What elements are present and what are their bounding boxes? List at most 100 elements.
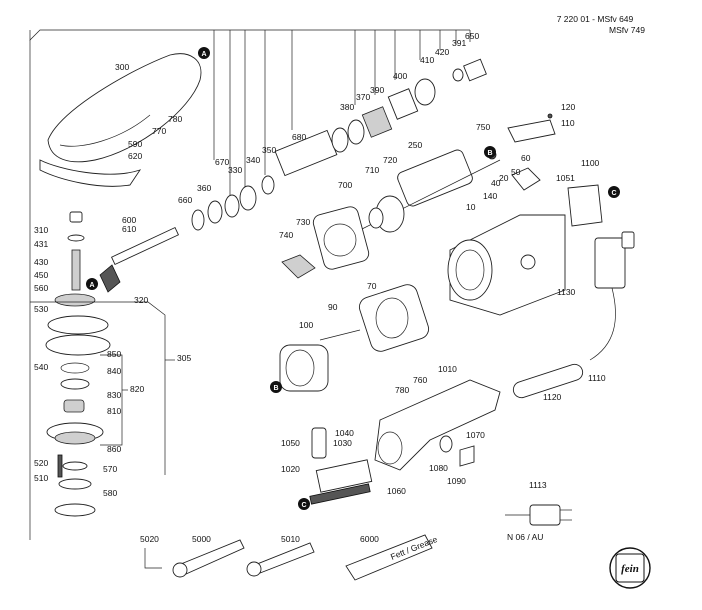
motor-housing-10 (447, 214, 566, 316)
plug-1113 (505, 504, 572, 526)
callout-5020: 5020 (140, 534, 159, 544)
svg-text:A: A (89, 282, 94, 289)
callout-520: 520 (34, 458, 48, 468)
electronics-module (309, 427, 373, 505)
callout-760: 760 (413, 375, 427, 385)
callout-120: 120 (561, 102, 575, 112)
callout-820: 820 (130, 384, 144, 394)
stator-70 (319, 284, 430, 352)
fein-logo: fein (609, 547, 651, 589)
callout-840: 840 (107, 366, 121, 376)
callout-660: 660 (178, 195, 192, 205)
callout-1110: 1110 (588, 373, 606, 383)
model-label: MSfv 749 (609, 25, 645, 35)
callout-60: 60 (521, 153, 531, 163)
callout-250: 250 (408, 140, 422, 150)
callout-750: 750 (476, 122, 490, 132)
callout-431: 431 (34, 239, 48, 249)
callout-810: 810 (107, 406, 121, 416)
svg-text:A: A (201, 51, 206, 58)
callout-850: 850 (107, 349, 121, 359)
callout-530: 530 (34, 304, 48, 314)
gear-head-parts (45, 211, 180, 517)
callout-400: 400 (393, 71, 407, 81)
callout-650: 650 (465, 31, 479, 41)
callout-1120: 1120 (543, 392, 562, 402)
callout-100: 100 (299, 320, 313, 330)
marker-a-2: A (86, 278, 98, 290)
svg-text:fein: fein (621, 563, 639, 575)
marker-a-1: A (198, 47, 210, 59)
callout-1010: 1010 (438, 364, 457, 374)
callout-510: 510 (34, 473, 48, 483)
callout-1030: 1030 (333, 438, 352, 448)
callout-450: 450 (34, 270, 48, 280)
marker-b-1: B (484, 146, 496, 158)
svg-text:C: C (301, 502, 306, 509)
handle-1010 (374, 379, 501, 471)
callout-5010: 5010 (281, 534, 300, 544)
callout-590: 590 (128, 139, 142, 149)
callout-430: 430 (34, 257, 48, 267)
callout-1100: 1100 (581, 158, 600, 168)
callout-1020: 1020 (281, 464, 300, 474)
callout-340: 340 (246, 155, 260, 165)
callout-670: 670 (215, 157, 229, 167)
marker-c-2: C (298, 498, 310, 510)
callout-40: 40 (491, 178, 501, 188)
callout-350: 350 (262, 145, 276, 155)
callout-5000: 5000 (192, 534, 211, 544)
callout-20: 20 (499, 173, 509, 183)
callout-1090: 1090 (447, 476, 466, 486)
callout-305: 305 (177, 353, 191, 363)
callout-570: 570 (103, 464, 117, 474)
callout-740: 740 (279, 230, 293, 240)
svg-text:B: B (273, 385, 278, 392)
callout-1051: 1051 (556, 173, 575, 183)
callout-700: 700 (338, 180, 352, 190)
callout-140: 140 (483, 191, 497, 201)
callout-730: 730 (296, 217, 310, 227)
callout-830: 830 (107, 390, 121, 400)
rear-cap-100 (279, 344, 329, 392)
callout-770: 770 (152, 126, 166, 136)
callout-780: 780 (395, 385, 409, 395)
svg-text:C: C (611, 190, 616, 197)
marker-c-1: C (608, 186, 620, 198)
callout-1113: 1113 (529, 480, 547, 490)
callout-720: 720 (383, 155, 397, 165)
callout-710: 710 (365, 165, 379, 175)
callout-780: 780 (168, 114, 182, 124)
callout-10: 10 (466, 202, 476, 212)
svg-text:B: B (487, 150, 492, 157)
callout-370: 370 (356, 92, 370, 102)
callout-1060: 1060 (387, 486, 406, 496)
callout-labels: 3005906206706603603303403506807707806006… (34, 31, 606, 544)
document-number: 7 220 01 - MSfv 649 (557, 14, 634, 24)
callout-1130: 1130 (557, 287, 576, 297)
shaft-parts-row (191, 58, 487, 231)
callout-600: 600 (122, 215, 136, 225)
callout-610: 610 (122, 224, 136, 234)
cable-grip-1120 (512, 363, 584, 399)
callout-310: 310 (34, 225, 48, 235)
callout-90: 90 (328, 302, 338, 312)
marker-b-2: B (270, 381, 282, 393)
frame-top (29, 29, 470, 41)
callout-620: 620 (128, 151, 142, 161)
callout-680: 680 (292, 132, 306, 142)
callout-320: 320 (134, 295, 148, 305)
callout-330: 330 (228, 165, 242, 175)
top-leaders (213, 30, 471, 195)
callout-540: 540 (34, 362, 48, 372)
callout-860: 860 (107, 444, 121, 454)
callout-1040: 1040 (335, 428, 354, 438)
callout-360: 360 (197, 183, 211, 193)
callout-70: 70 (367, 281, 377, 291)
guard-300 (39, 53, 202, 187)
bracket-305 (30, 301, 175, 475)
fan-housing-700 (281, 206, 384, 279)
callout-391: 391 (452, 38, 466, 48)
callout-390: 390 (370, 85, 384, 95)
